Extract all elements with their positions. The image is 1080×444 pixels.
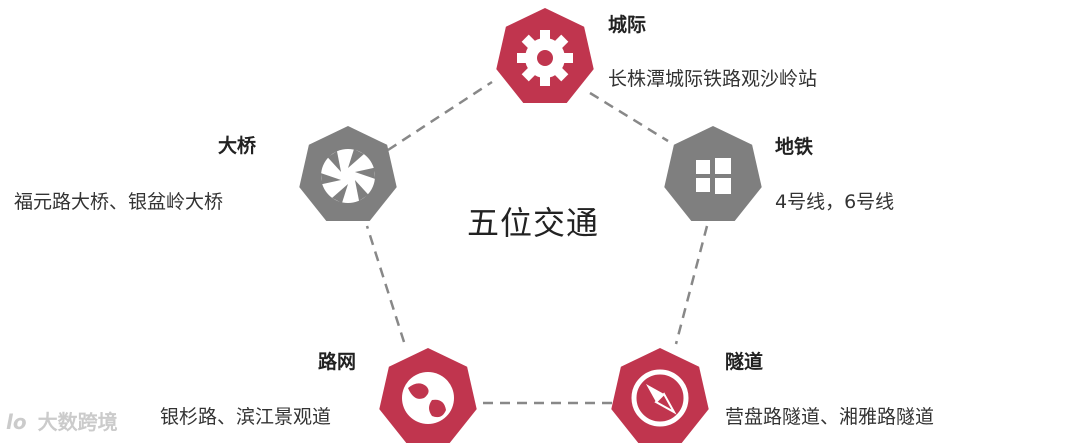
node-tunnel (611, 348, 709, 443)
node-title-tunnel: 隧道 (725, 351, 764, 373)
node-desc-road: 银杉路、滨江景观道 (160, 406, 332, 428)
node-road (379, 348, 477, 443)
node-title-intercity: 城际 (608, 14, 647, 36)
watermark-text: 大数跨境 (37, 410, 118, 434)
connectors (365, 80, 709, 405)
windows-icon (696, 158, 731, 194)
node-desc-metro: 4号线，6号线 (775, 191, 895, 213)
connector-road-bridge (365, 225, 406, 343)
node-intercity (496, 8, 594, 103)
globe-icon (402, 372, 454, 424)
aperture-icon (320, 149, 376, 203)
node-desc-intercity: 长株潭城际铁路观沙岭站 (608, 68, 818, 90)
node-desc-tunnel: 营盘路隧道、湘雅路隧道 (725, 406, 935, 428)
connector-metro-tunnel (674, 225, 709, 345)
node-metro (664, 126, 762, 221)
compass-icon (631, 369, 689, 427)
connector-intercity-metro (589, 91, 669, 143)
watermark-logo: lo (6, 410, 27, 434)
node-desc-bridge: 福元路大桥、银盆岭大桥 (14, 191, 224, 213)
node-bridge (299, 126, 397, 221)
node-title-road: 路网 (318, 351, 357, 373)
gear-icon (517, 30, 573, 86)
center-title: 五位交通 (467, 204, 600, 242)
node-title-metro: 地铁 (775, 136, 814, 158)
watermark: lo 大数跨境 (6, 406, 118, 435)
connector-bridge-intercity (387, 80, 493, 152)
node-title-bridge: 大桥 (218, 135, 257, 157)
heptagon-metro (664, 126, 762, 221)
